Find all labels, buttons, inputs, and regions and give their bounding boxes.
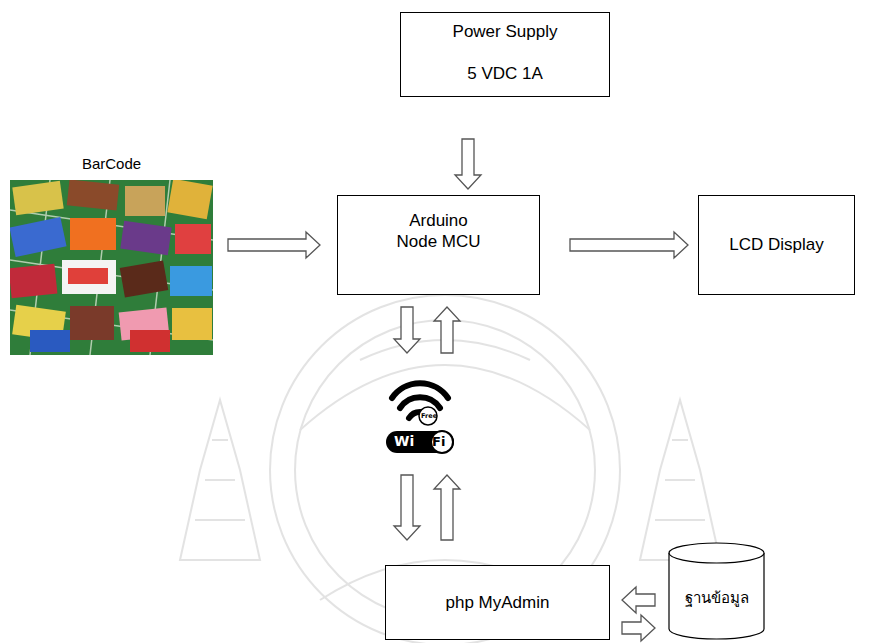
wifi-symbol — [380, 368, 460, 460]
block-arrow — [228, 232, 320, 258]
display-box: LCD Display — [698, 195, 855, 295]
database-cylinder: ฐานข้อมูล — [668, 542, 765, 640]
wifi-wi-text: Wi — [394, 433, 414, 449]
box-label: LCD Display — [729, 235, 823, 255]
wifi-fi-text: Fi — [432, 434, 445, 449]
wifi-free-badge: Free — [421, 412, 437, 420]
block-arrow — [434, 475, 460, 540]
power-supply-box: Power Supply 5 VDC 1A — [400, 12, 610, 97]
barcode-item: BarCode — [10, 155, 213, 355]
box-label: php MyAdmin — [446, 593, 550, 613]
box-label: Power Supply — [453, 22, 558, 42]
block-arrow — [394, 307, 420, 353]
item-label: BarCode — [82, 155, 141, 172]
box-label: Arduino Node MCU — [389, 210, 489, 253]
block-arrow — [434, 307, 460, 353]
box-label: ฐานข้อมูล — [685, 586, 749, 610]
snack-products-photo — [10, 180, 213, 355]
block-arrow — [394, 475, 420, 540]
controller-box: Arduino Node MCU — [337, 195, 540, 295]
block-arrow — [455, 139, 481, 189]
block-arrow — [570, 232, 688, 258]
block-arrow — [622, 587, 655, 613]
box-label: 5 VDC 1A — [467, 64, 543, 84]
server-box: php MyAdmin — [385, 565, 610, 640]
wifi-icon: FreeWi Fi — [380, 368, 460, 460]
block-arrow — [622, 615, 655, 641]
